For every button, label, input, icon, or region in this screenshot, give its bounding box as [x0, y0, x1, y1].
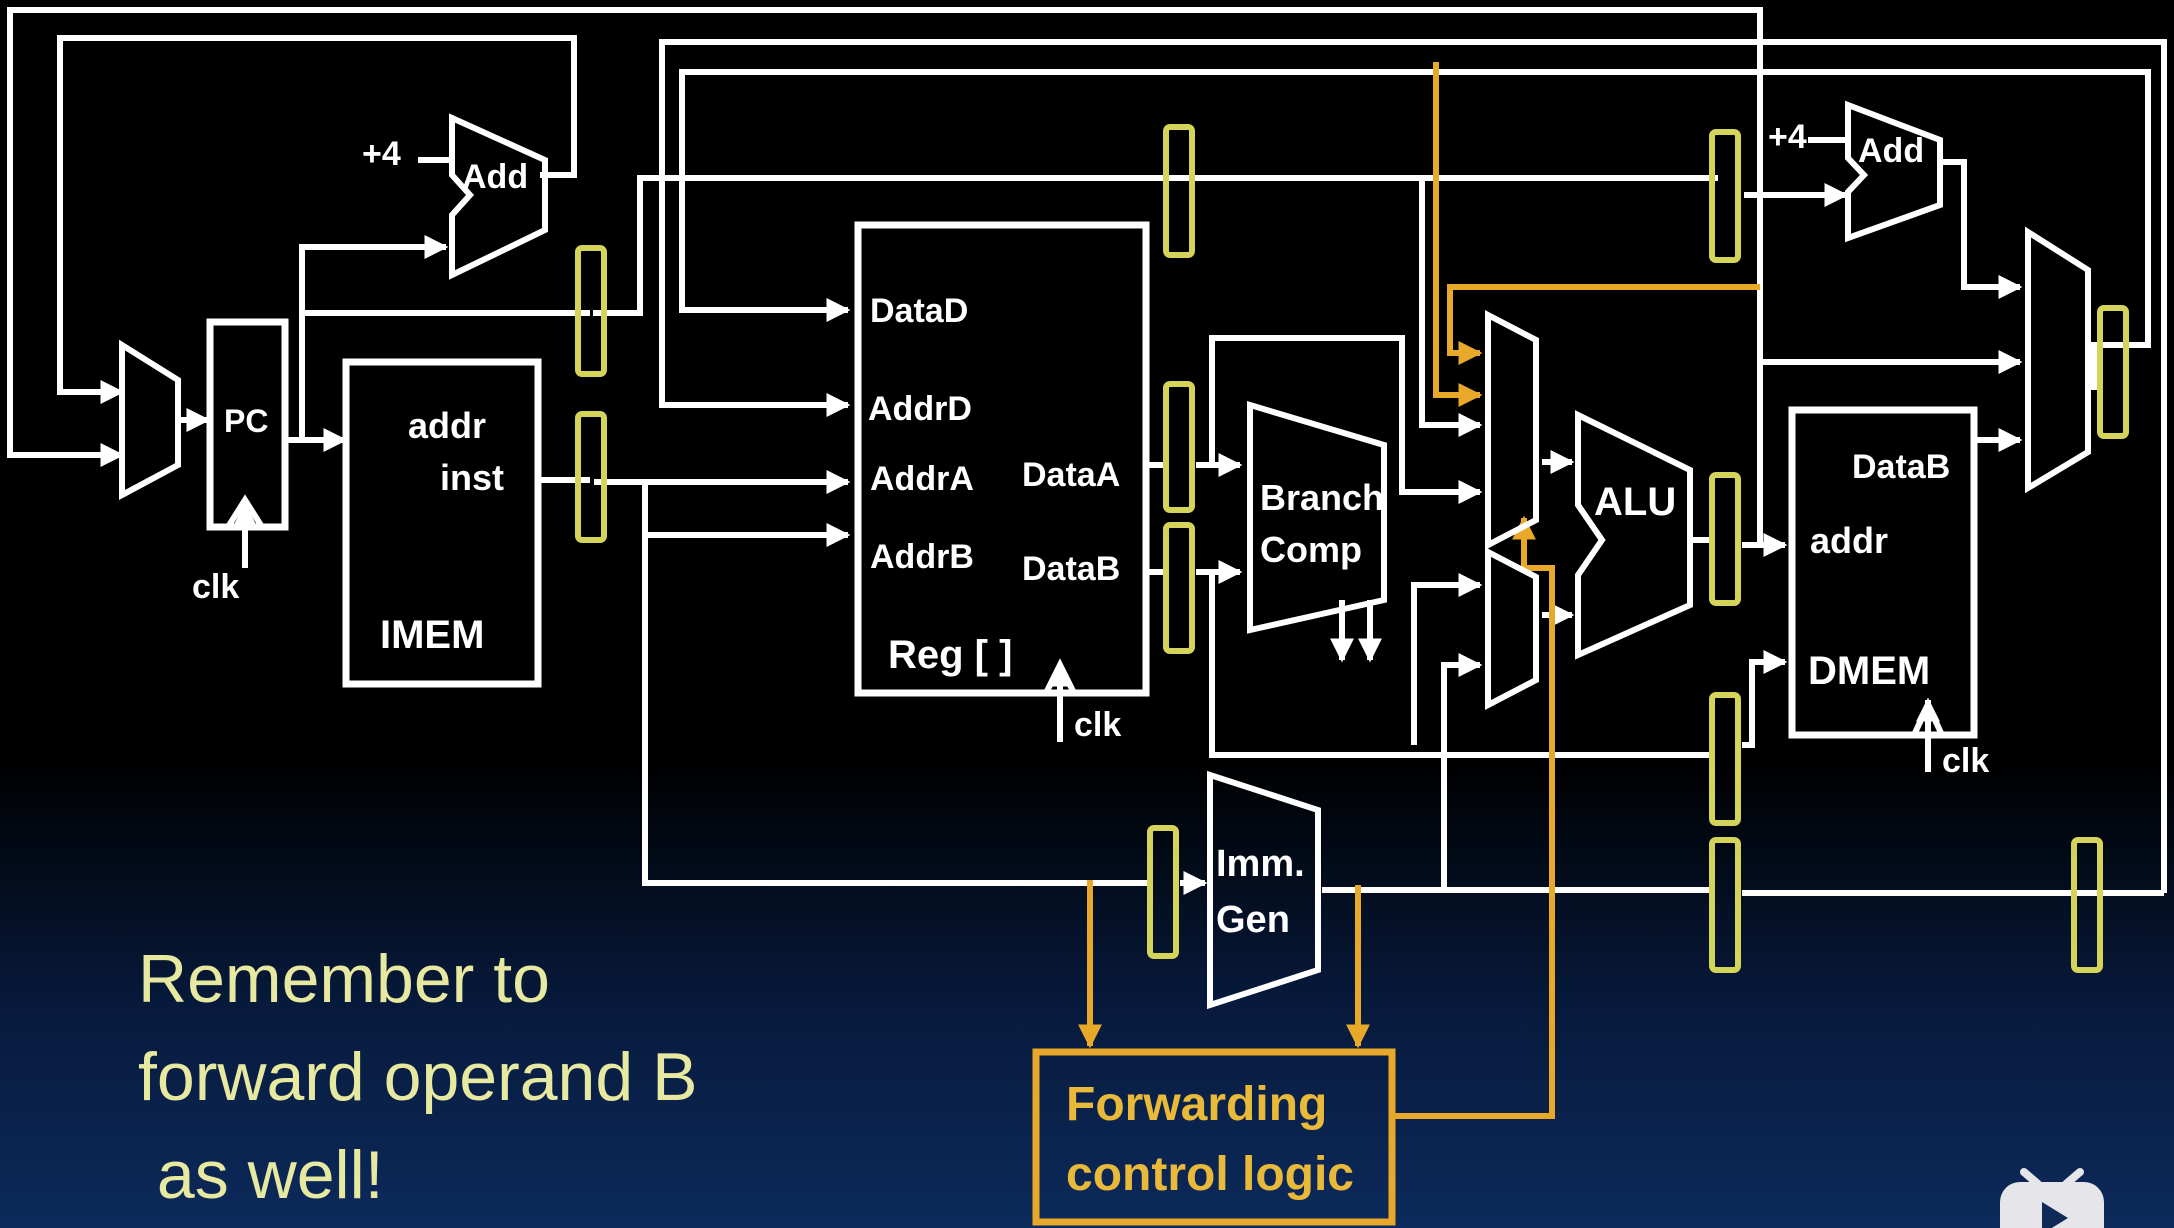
- label-addra: AddrA: [870, 460, 974, 498]
- pipe-reg-id-datab: [1163, 522, 1195, 654]
- wire-fwd-a-top: [1433, 62, 1483, 407]
- pipe-reg-ex-datab: [1709, 692, 1741, 826]
- label-imem-inst: inst: [440, 457, 504, 498]
- wire-pc-to-adder: [299, 235, 449, 440]
- note-line-2: forward operand B: [138, 1039, 698, 1115]
- pipe-reg-mem-inst: [2071, 837, 2103, 973]
- pipe-reg-ex-pc: [1709, 129, 1741, 263]
- pipe-reg-if-inst: [575, 411, 607, 543]
- alu-a-mux: [1485, 310, 1539, 550]
- label-dmem-addr: addr: [1810, 520, 1888, 561]
- dmem-clk-notch: [1911, 697, 1945, 737]
- wire-pc-to-alu-mux: [1419, 178, 1483, 437]
- wire-fwd-a-right: [1447, 284, 1760, 365]
- wire-pc-bus: [593, 175, 1718, 316]
- wire-addrd-bus: [659, 39, 2167, 893]
- pc-adder: [449, 113, 548, 280]
- label-dmem: DMEM: [1808, 649, 1930, 693]
- label-imem-addr: addr: [408, 405, 486, 446]
- label-reg-datab: DataB: [1022, 550, 1120, 588]
- reg-clk-notch: [1043, 658, 1077, 695]
- label-addrd: AddrD: [868, 390, 972, 428]
- wire-inst-imm: [642, 535, 1152, 886]
- alu-block: [1575, 410, 1693, 660]
- wire-dataa-to-alu-mux: [1209, 335, 1483, 504]
- video-player-icon: [2000, 1168, 2104, 1228]
- wire-datab-to-dmem: [1209, 572, 1712, 758]
- label-reg: Reg [ ]: [888, 633, 1012, 677]
- pipe-reg-ex-alu: [1709, 472, 1741, 606]
- label-imem: IMEM: [380, 613, 484, 657]
- label-branch: Branch: [1260, 477, 1384, 518]
- pc4-adder-right: [1845, 100, 1943, 243]
- wire-jump-target: [7, 7, 1763, 545]
- wire-pc-plus4-loop: [57, 35, 577, 404]
- label-pc: PC: [224, 403, 268, 439]
- label-dmem-datab: DataB: [1852, 448, 1950, 486]
- label-comp: Comp: [1260, 529, 1362, 570]
- wire-datab-to-dmem-in: [1742, 650, 1788, 748]
- alu-b-mux: [1485, 547, 1539, 710]
- forwarding-wires: [1078, 62, 1760, 1119]
- wire-alub-in2: [1441, 653, 1483, 890]
- note-line-3: as well!: [138, 1137, 384, 1213]
- label-add-right: Add: [1858, 132, 1924, 170]
- label-forwarding: Forwarding: [1066, 1078, 1327, 1131]
- labels: +4 Add PC clk addr inst IMEM DataD AddrD…: [192, 118, 1989, 1201]
- blocks: [119, 100, 2091, 1226]
- label-reg-dataa: DataA: [1022, 456, 1120, 494]
- regfile-block: [854, 221, 1150, 697]
- imem-block: [342, 358, 542, 688]
- label-datad: DataD: [870, 292, 968, 330]
- wires: [7, 7, 2167, 896]
- label-clk-dmem: clk: [1942, 742, 1989, 780]
- pipe-reg-id-pc: [1163, 124, 1195, 258]
- label-gen: Gen: [1216, 899, 1290, 941]
- forwarding-control-box: [1032, 1048, 1396, 1226]
- wire-alub-in1: [1411, 573, 1483, 745]
- dmem-block: [1788, 406, 1978, 739]
- wb-mux: [2025, 226, 2091, 494]
- imm-gen: [1207, 770, 1321, 1010]
- pipeline-registers: [575, 124, 2129, 973]
- label-imm: Imm.: [1216, 843, 1305, 885]
- label-control-logic: control logic: [1066, 1148, 1354, 1201]
- pipe-reg-id-inst: [1147, 825, 1179, 959]
- reminder-note: Remember to forward operand B as well!: [138, 930, 697, 1224]
- label-clk-reg: clk: [1074, 706, 1121, 744]
- pc-clk-notch: [225, 494, 265, 529]
- wire-fwd-ctrl-out: [1394, 515, 1555, 1119]
- branch-comp: [1247, 400, 1387, 634]
- label-addrb: AddrB: [870, 538, 974, 576]
- pc-register: [206, 318, 289, 531]
- label-add-top: Add: [462, 158, 528, 196]
- label-clk-pc: clk: [192, 568, 239, 606]
- note-line-1: Remember to: [138, 941, 550, 1017]
- label-plus4-right: +4: [1768, 118, 1807, 156]
- pipe-reg-if-pc: [575, 245, 607, 377]
- pipe-reg-ex-inst: [1709, 837, 1741, 973]
- wire-right-adder-out: [1940, 159, 2023, 299]
- wire-inst-addrb: [642, 482, 851, 547]
- pipe-reg-mem-wb: [2097, 305, 2129, 439]
- pipe-reg-id-dataa: [1163, 381, 1195, 513]
- pc-mux: [119, 339, 181, 501]
- wire-datad-bus: [679, 69, 2151, 390]
- label-alu: ALU: [1594, 480, 1676, 524]
- label-plus4-top: +4: [362, 135, 401, 173]
